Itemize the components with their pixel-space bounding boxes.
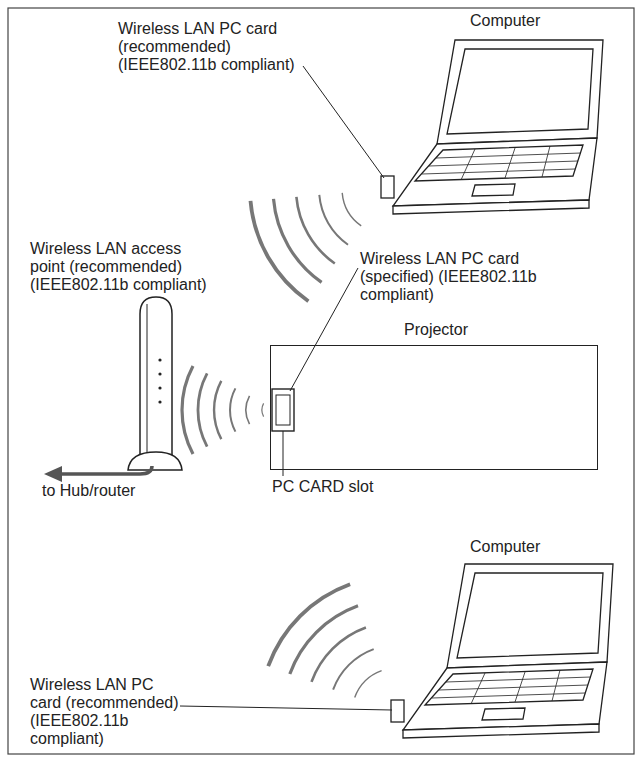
radio-wave (230, 388, 235, 431)
projector-box: Projector (270, 345, 598, 470)
node-heading: Computer (470, 538, 540, 556)
radio-wave (319, 195, 348, 245)
hub-arrow-head (44, 466, 62, 482)
keyboard-row (439, 685, 588, 690)
laptop-front (393, 200, 589, 214)
radio-wave (355, 671, 382, 698)
radio-wave (290, 606, 358, 674)
laptop-base (403, 662, 607, 730)
laptop-lid (437, 40, 603, 144)
status-led (158, 386, 161, 389)
keyboard-row (446, 677, 591, 682)
laptop-lid (447, 564, 613, 668)
laptop-front (403, 724, 599, 738)
status-led (158, 358, 161, 361)
radio-wave (274, 199, 322, 283)
callout-label: Wireless LAN PC card (recommended) (IEEE… (118, 20, 308, 74)
radio-wave (262, 403, 264, 416)
keyboard-key (515, 672, 525, 702)
touchpad (482, 708, 525, 720)
keyboard-key (461, 149, 475, 180)
laptop-outline (385, 562, 617, 744)
pc-card (391, 700, 404, 722)
callout-label: Wireless LAN PC card (recommended) (IEEE… (30, 676, 185, 748)
callout-label: Wireless LAN access point (recommended) … (30, 240, 213, 294)
radio-wave (251, 201, 309, 301)
hub-arrow-line (60, 466, 152, 474)
node-heading: Projector (404, 321, 468, 339)
status-led (158, 400, 161, 403)
keyboard-row (429, 161, 578, 166)
keyboard-row (432, 693, 585, 698)
radio-wave (214, 381, 221, 439)
outer-border (8, 8, 634, 754)
access-point-edge (147, 304, 148, 456)
laptop-screen (447, 49, 593, 134)
touchpad (472, 184, 515, 196)
radio-wave (246, 396, 250, 424)
keyboard (415, 145, 583, 181)
radio-wave (268, 584, 350, 666)
node-heading: Computer (470, 12, 540, 30)
leader-line (180, 706, 392, 710)
radio-wave (182, 366, 193, 454)
laptop-base (393, 138, 597, 206)
access-point-base (128, 452, 182, 470)
status-led (158, 372, 161, 375)
laptop-outline (375, 38, 607, 220)
computer-node: Computer (385, 562, 617, 744)
computer-node: Computer (375, 38, 607, 220)
radio-wave (342, 193, 361, 226)
laptop-screen (457, 573, 603, 658)
leader-line (303, 66, 384, 178)
keyboard-key (542, 146, 550, 177)
radio-wave (296, 197, 334, 264)
radio-wave (312, 628, 366, 682)
radio-wave (198, 373, 207, 446)
pc-card (381, 176, 394, 198)
keyboard-row (436, 153, 581, 158)
callout-label: Wireless LAN PC card (specified) (IEEE80… (360, 250, 542, 304)
keyboard-key (505, 148, 515, 178)
keyboard-key (471, 673, 485, 704)
radio-wave (333, 649, 374, 690)
callout-label: PC CARD slot (272, 478, 412, 496)
callout-label: to Hub/router (42, 482, 202, 500)
access-point-body (140, 297, 172, 456)
keyboard (425, 669, 593, 705)
keyboard-key (552, 670, 560, 701)
keyboard-row (422, 169, 575, 174)
